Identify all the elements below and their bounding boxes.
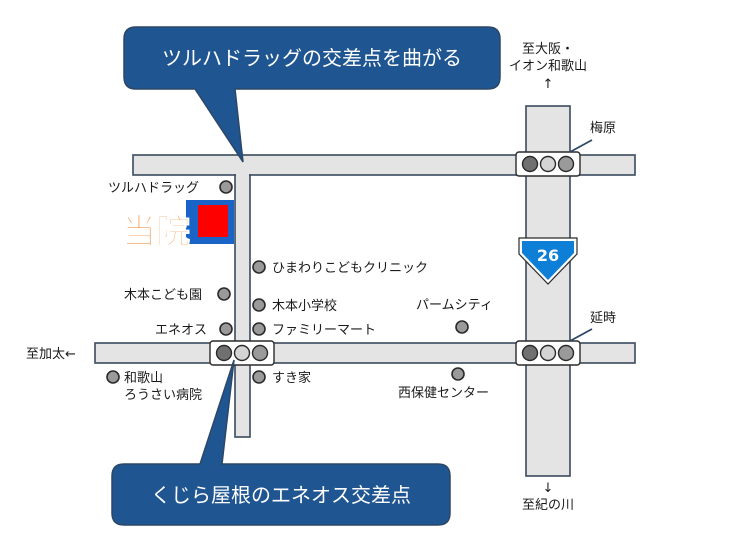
- traffic-signal-eneos: [209, 340, 275, 366]
- landmark-dot-palm-city: [455, 320, 469, 334]
- intersection-label-nobutoki: 延時: [590, 311, 616, 326]
- landmark-label-himawari: ひまわりこどもクリニック: [272, 261, 428, 276]
- route-26-shield: 26: [518, 237, 578, 285]
- north-east-west-road: [132, 154, 636, 176]
- road-junction-fill: [236, 174, 249, 178]
- landmark-label-familymart: ファミリーマート: [272, 323, 376, 338]
- traffic-signal-umehara: [515, 151, 581, 177]
- landmark-dot-kimoto-school: [252, 298, 266, 312]
- landmark-dot-sukiya: [252, 370, 266, 384]
- landmark-label-wakayama-hospital-line2: ろうさい病院: [124, 388, 202, 403]
- direction-north-arrow: ↑: [543, 77, 554, 92]
- direction-west: 至加太←: [26, 347, 76, 362]
- north-south-side-road: [234, 174, 251, 438]
- landmark-label-tsuruha: ツルハドラッグ: [108, 181, 199, 196]
- landmark-dot-himawari: [252, 260, 266, 274]
- landmark-dot-eneos: [219, 322, 233, 336]
- callout-top-text: ツルハドラッグの交差点を曲がる: [162, 46, 462, 70]
- callout-top: ツルハドラッグの交差点を曲がる: [123, 26, 501, 163]
- direction-south: 至紀の川: [522, 498, 574, 513]
- direction-south-arrow: ↓: [543, 481, 554, 496]
- landmark-dot-wakayama-hospital: [106, 370, 120, 384]
- direction-north-line1: 至大阪・: [522, 42, 574, 57]
- landmark-label-palm-city: パームシティ: [416, 298, 493, 313]
- route-number: 26: [537, 246, 559, 265]
- landmark-label-kimoto-school: 木本小学校: [272, 298, 337, 314]
- landmark-label-eneos: エネオス: [155, 323, 207, 338]
- landmark-label-kimoto-kodomoen: 木本こども園: [124, 288, 202, 303]
- landmark-dot-familymart: [252, 322, 266, 336]
- traffic-signal-nobutoki: [515, 340, 581, 366]
- callout-bottom: くじら屋根のエネオス交差点: [111, 359, 451, 526]
- umehara-leader-line: [569, 139, 593, 153]
- landmark-label-wakayama-hospital-line1: 和歌山: [124, 371, 163, 386]
- callout-bottom-text: くじら屋根のエネオス交差点: [151, 483, 411, 507]
- landmark-dot-nishiho-center: [451, 367, 465, 381]
- hospital-label: 当院: [122, 212, 190, 252]
- landmark-dot-kimoto-kodomoen: [217, 287, 231, 301]
- landmark-dot-tsuruha: [219, 180, 233, 194]
- hospital-marker: [186, 200, 234, 244]
- landmark-label-nishiho-center: 西保健センター: [398, 386, 489, 401]
- landmark-label-sukiya: すき家: [272, 370, 311, 386]
- direction-north-line2: イオン和歌山: [509, 59, 587, 74]
- nobutoki-leader-line: [569, 328, 593, 342]
- intersection-label-umehara: 梅原: [590, 121, 616, 136]
